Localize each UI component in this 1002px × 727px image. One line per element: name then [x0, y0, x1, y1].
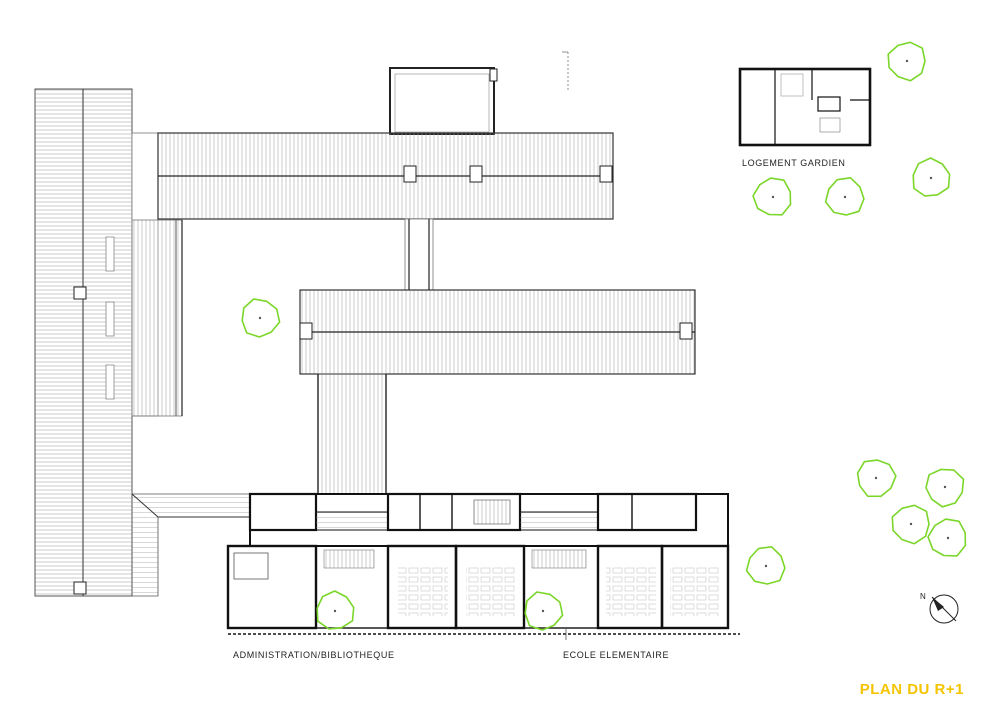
tree-symbol [912, 157, 951, 197]
north-label: N [920, 592, 926, 601]
label-admin-library: ADMINISTRATION/BIBLIOTHEQUE [233, 650, 395, 660]
north-arrow [929, 594, 959, 624]
tree-symbol [925, 468, 965, 508]
middle-wing-roof [299, 289, 696, 375]
tree-symbol [927, 518, 967, 557]
guard-house [738, 67, 872, 147]
middle-south-connector [317, 373, 387, 497]
tree-symbol [887, 41, 926, 82]
west-link-roof [131, 132, 183, 417]
label-guard-house: LOGEMENT GARDIEN [742, 158, 846, 168]
north-middle-connector [404, 218, 434, 291]
trees [241, 41, 967, 631]
drawing-title: PLAN DU R+1 [859, 681, 964, 698]
south-building [226, 492, 740, 640]
tree-symbol [752, 177, 792, 216]
west-wing-roof [34, 88, 133, 597]
tree-symbol [316, 590, 355, 630]
tree-symbol [745, 545, 786, 585]
tree-symbol [824, 177, 865, 216]
tree-symbol [241, 298, 281, 338]
tree-symbol [524, 591, 564, 631]
tree-symbol [891, 504, 930, 545]
tree-symbol [856, 459, 897, 498]
label-elementary-school: ECOLE ELEMENTAIRE [563, 650, 670, 660]
section-marker [562, 51, 569, 92]
north-wing-roof [157, 67, 614, 220]
